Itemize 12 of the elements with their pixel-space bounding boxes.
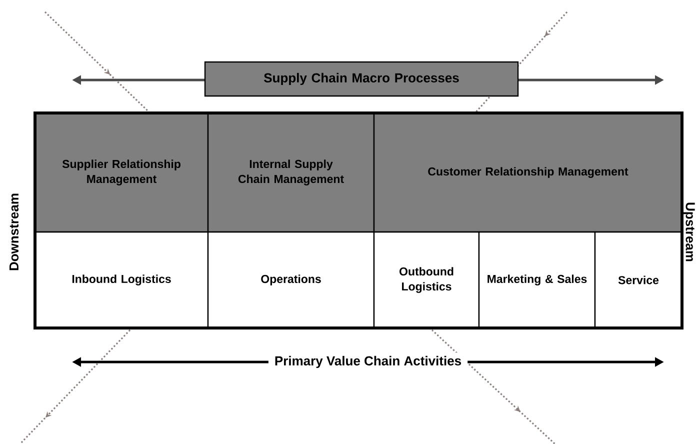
side-label: Downstream	[9, 194, 19, 270]
table-cell: Operations	[207, 231, 375, 329]
side-label: Upstream	[683, 202, 695, 262]
table-cell: Marketing & Sales	[478, 231, 596, 329]
header-cell: Supplier Relationship Management	[34, 112, 209, 233]
header-cell: Internal Supply Chain Management	[207, 112, 375, 233]
table-cell: Service	[594, 231, 683, 329]
table-cell: Outbound Logistics	[373, 231, 480, 329]
table-cell: Inbound Logistics	[34, 231, 209, 329]
header-cell: Customer Relationship Management	[373, 112, 683, 233]
axis-label: Primary Value Chain Activities	[268, 352, 468, 372]
banner-box: Supply Chain Macro Processes	[204, 61, 519, 97]
